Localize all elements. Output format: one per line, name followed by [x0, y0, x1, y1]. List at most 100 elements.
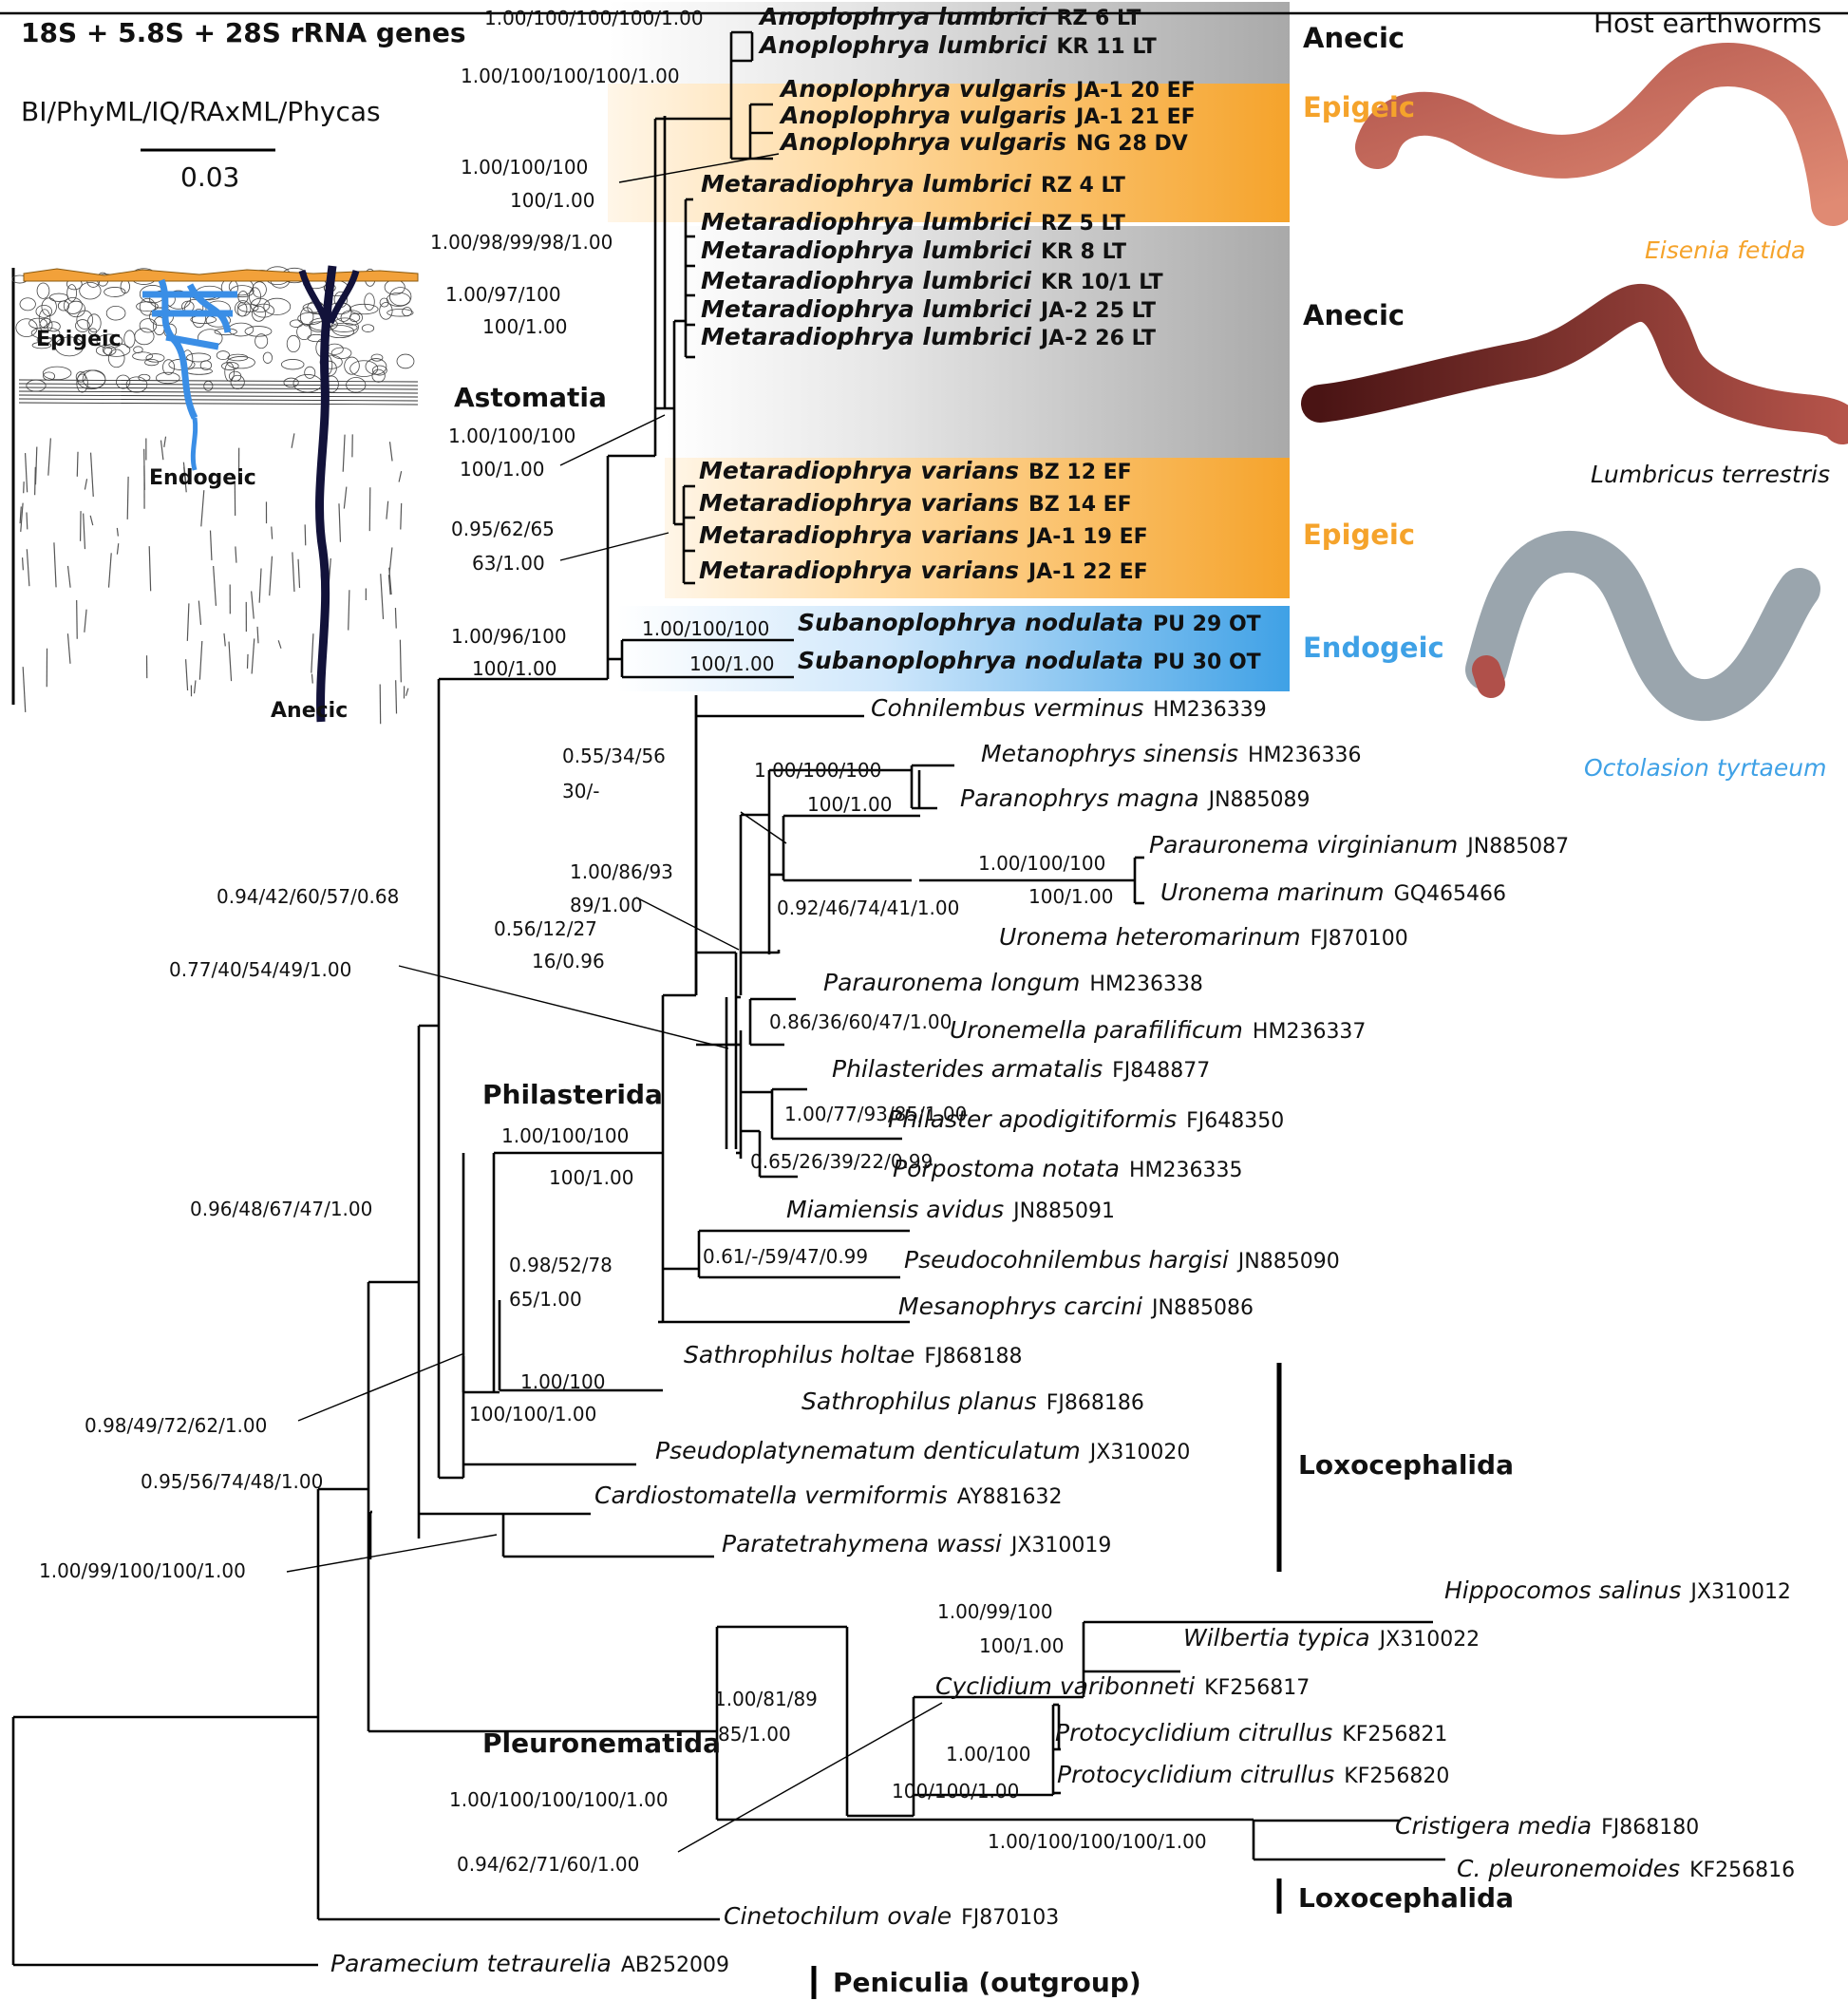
- tree-branches: [0, 11, 1848, 1967]
- taxon-code: HM236335: [1129, 1159, 1243, 1182]
- taxon-code: JN885090: [1236, 1250, 1340, 1274]
- support-value: 0.95/56/74/48/1.00: [141, 1470, 323, 1493]
- taxon-code: FJ870100: [1311, 927, 1408, 951]
- taxon-code: HM236336: [1248, 744, 1362, 767]
- taxon-label: Cohnilembus verminus HM236339: [871, 694, 1267, 722]
- support-value: 1.00/100/100/100/1.00: [484, 7, 704, 29]
- taxon-name: Anoplophrya lumbrici: [758, 3, 1047, 30]
- support-value: 1.00/99/100/100/1.00: [39, 1559, 246, 1582]
- taxon-code: KR 11 LT: [1056, 35, 1156, 59]
- taxon-name: Metaradiophrya varians: [699, 489, 1019, 517]
- taxon-label: Cardiostomatella vermiformis AY881632: [594, 1482, 1063, 1509]
- taxon-label: Metaradiophrya lumbrici KR 8 LT: [701, 236, 1126, 264]
- clade-philasterida: Philasterida: [482, 1079, 663, 1110]
- taxon-code: GQ465466: [1394, 882, 1506, 906]
- taxon-name: Porpostoma notata: [893, 1155, 1120, 1182]
- support-values: 1.00/100/100/100/1.00 1.00/100/100/100/1.…: [39, 7, 1207, 1876]
- support-value: 100/1.00: [549, 1166, 633, 1189]
- support-value: 1.00/100/100/100/1.00: [449, 1788, 669, 1811]
- support-value: 1.00/100/100: [501, 1124, 629, 1147]
- clade-astomatia: Astomatia: [454, 382, 607, 413]
- taxon-code: KF256816: [1689, 1859, 1795, 1882]
- taxon-name: Anoplophrya lumbrici: [758, 31, 1047, 59]
- taxon-code: NG 28 DV: [1076, 132, 1188, 156]
- clade-bars: [811, 1363, 1282, 1999]
- taxon-name: Metanophrys sinensis: [981, 740, 1238, 767]
- taxon-name: Metaradiophrya lumbrici: [701, 295, 1031, 323]
- taxon-name: Subanoplophrya nodulata: [798, 609, 1143, 636]
- taxon-code: KF256820: [1344, 1765, 1449, 1788]
- support-value: 100/100/1.00: [469, 1403, 596, 1425]
- taxon-code: AY881632: [957, 1485, 1063, 1509]
- box-epigeic-1: [608, 84, 1290, 222]
- support-value: 0.95/62/65: [451, 518, 555, 540]
- clade-pleuronematida: Pleuronematida: [482, 1727, 721, 1759]
- support-value: 1.00/100/100: [461, 156, 588, 179]
- taxon-code: JX310019: [1009, 1534, 1112, 1557]
- taxon-name: Metaradiophrya lumbrici: [701, 236, 1031, 264]
- support-value: 0.65/26/39/22/0.99: [750, 1150, 933, 1173]
- taxon-name: Metaradiophrya varians: [699, 557, 1019, 584]
- support-value: 16/0.96: [532, 950, 605, 972]
- support-value: 0.94/42/60/57/0.68: [217, 885, 399, 908]
- taxon-code: JX310022: [1378, 1628, 1480, 1652]
- support-value: 65/1.00: [509, 1288, 582, 1311]
- clade-peniculia: Peniculia (outgroup): [833, 1967, 1141, 1998]
- taxon-code: JN885087: [1465, 835, 1569, 859]
- taxon-name: Uronema heteromarinum: [999, 923, 1301, 951]
- taxon-code: RZ 4 LT: [1041, 174, 1125, 198]
- support-value: 0.98/49/72/62/1.00: [85, 1414, 267, 1437]
- taxon-label: C. pleuronemoides KF256816: [1457, 1855, 1795, 1882]
- taxon-name: Cristigera media: [1395, 1812, 1592, 1840]
- taxon-name: Paramecium tetraurelia: [330, 1950, 612, 1977]
- worm-octolasion: [1465, 530, 1820, 722]
- taxon-code: PU 29 OT: [1153, 613, 1261, 636]
- support-value: 1.00/100/100/100/1.00: [988, 1830, 1207, 1853]
- taxon-code: BZ 14 EF: [1028, 493, 1132, 517]
- clade-loxocephalida-1: Loxocephalida: [1298, 1449, 1514, 1481]
- worm-name-eisenia: Eisenia fetida: [1645, 236, 1805, 264]
- support-value: 0.98/52/78: [509, 1254, 613, 1276]
- support-value: 100/1.00: [1028, 885, 1113, 908]
- taxon-name: Anoplophrya vulgaris: [779, 75, 1066, 103]
- support-value: 100/1.00: [807, 793, 892, 816]
- taxon-code: KR 8 LT: [1041, 240, 1126, 264]
- taxon-code: FJ648350: [1186, 1109, 1284, 1133]
- support-value: 1.00/99/100: [937, 1600, 1053, 1623]
- taxon-code: FJ868188: [924, 1345, 1022, 1369]
- taxon-name: Protocyclidium citrullus: [1055, 1719, 1332, 1746]
- host-earthworms-header: Host earthworms: [1593, 8, 1821, 39]
- taxon-name: Cohnilembus verminus: [871, 694, 1143, 722]
- taxon-name: Parauronema virginianum: [1149, 831, 1458, 859]
- taxon-name: Cyclidium varibonneti: [935, 1672, 1195, 1700]
- taxon-name: Pseudocohnilembus hargisi: [904, 1246, 1229, 1274]
- inset-label-endogeic: Endogeic: [149, 466, 256, 490]
- eco-label-anecic-2: Anecic: [1303, 299, 1405, 331]
- taxon-label: Anoplophrya lumbrici RZ 6 LT: [758, 3, 1141, 30]
- taxon-name: Miamiensis avidus: [786, 1196, 1004, 1223]
- support-value: 1.00/77/93/85/1.00: [784, 1103, 967, 1125]
- marker-title: 18S + 5.8S + 28S rRNA genes: [21, 17, 466, 48]
- taxon-name: Cardiostomatella vermiformis: [594, 1482, 948, 1509]
- support-value: 0.86/36/60/47/1.00: [769, 1010, 952, 1033]
- eco-label-epigeic-2: Epigeic: [1303, 519, 1415, 551]
- taxon-name: Metaradiophrya lumbrici: [701, 267, 1031, 294]
- taxon-code: RZ 6 LT: [1056, 7, 1141, 30]
- taxon-code: HM236338: [1089, 972, 1203, 996]
- taxon-label: Parauronema virginianum JN885087: [1149, 831, 1569, 859]
- taxon-label: Uronema heteromarinum FJ870100: [999, 923, 1408, 951]
- scale-bar-label: 0.03: [180, 161, 239, 193]
- taxon-code: HM236339: [1153, 698, 1267, 722]
- taxon-name: C. pleuronemoides: [1457, 1855, 1680, 1882]
- support-value: 1.00/100/100/100/1.00: [461, 65, 680, 87]
- support-value: 100/1.00: [689, 652, 774, 675]
